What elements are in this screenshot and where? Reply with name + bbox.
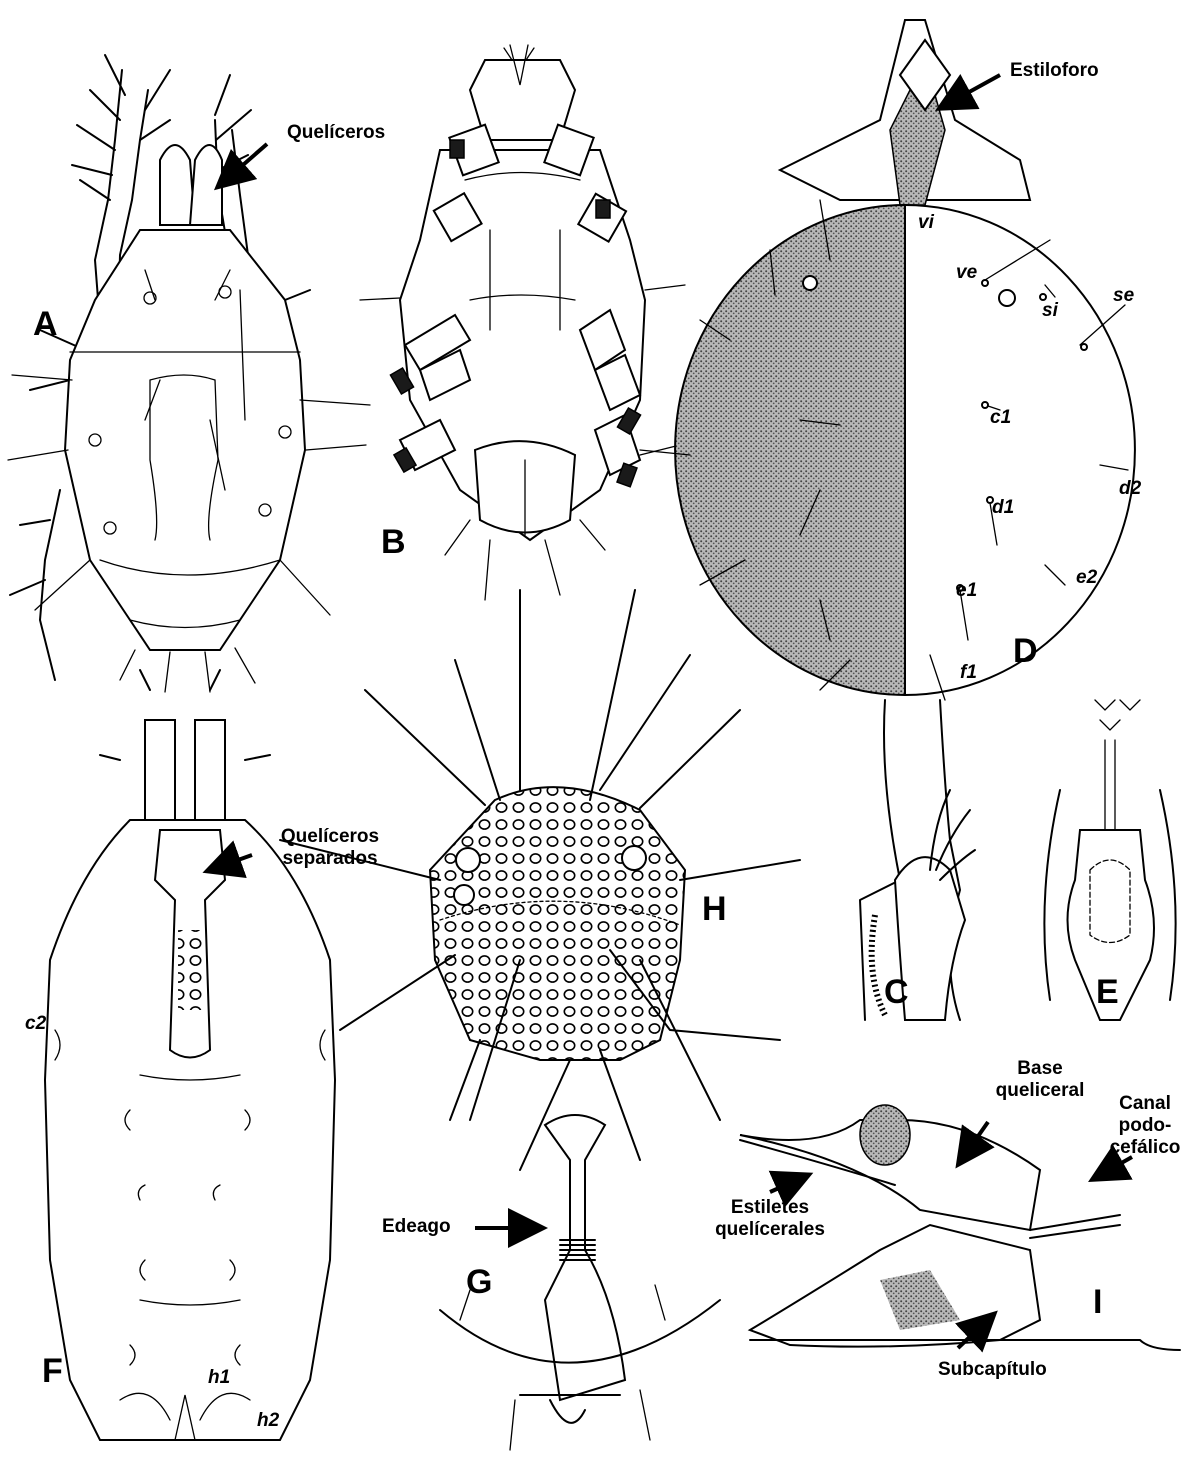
callout-subcapitulo: Subcapítulo bbox=[938, 1359, 1047, 1381]
seta-label-e2: e2 bbox=[1076, 567, 1097, 589]
gnathosoma-figure-c bbox=[860, 700, 975, 1020]
mite-ventral-figure-b bbox=[360, 45, 685, 600]
seta-label-si: si bbox=[1042, 300, 1058, 322]
mite-elongated-figure-f bbox=[45, 670, 335, 1440]
panel-label-a: A bbox=[33, 305, 58, 344]
panel-label-e: E bbox=[1096, 973, 1119, 1012]
panel-label-h: H bbox=[702, 890, 727, 929]
seta-label-d1: d1 bbox=[992, 497, 1014, 519]
seta-label-f1: f1 bbox=[960, 662, 977, 684]
panel-label-f: F bbox=[42, 1352, 63, 1391]
panel-label-g: G bbox=[466, 1263, 492, 1302]
panel-label-d: D bbox=[1013, 632, 1038, 671]
mite-dorsal-figure-a bbox=[8, 55, 370, 692]
seta-label-se: se bbox=[1113, 285, 1134, 307]
seta-label-vi: vi bbox=[918, 212, 934, 234]
callout-queliceros-separados: Quelíceros separados bbox=[280, 826, 380, 870]
seta-label-h2: h2 bbox=[257, 1410, 279, 1432]
panel-label-b: B bbox=[381, 523, 406, 562]
gnathosoma-figure-e bbox=[1044, 700, 1175, 1020]
callout-edeago: Edeago bbox=[382, 1216, 451, 1238]
seta-label-c2: c2 bbox=[25, 1013, 46, 1035]
panel-label-i: I bbox=[1093, 1283, 1102, 1322]
callout-estiletes-quelicerales: Estiletes quelícerales bbox=[690, 1197, 850, 1241]
callout-estiloforo: Estiloforo bbox=[1010, 60, 1099, 82]
callout-queliceros: Quelíceros bbox=[287, 122, 385, 144]
callout-base-queliceral: Base queliceral bbox=[990, 1058, 1090, 1102]
seta-label-d2: d2 bbox=[1119, 478, 1141, 500]
panel-label-c: C bbox=[884, 973, 909, 1012]
seta-label-c1: c1 bbox=[990, 407, 1011, 429]
mite-reticulate-figure-h bbox=[280, 590, 800, 1170]
callout-canal-podo-cefalico: Canal podo-cefálico bbox=[1105, 1093, 1185, 1159]
seta-label-e1: e1 bbox=[956, 580, 977, 602]
seta-label-ve: ve bbox=[956, 262, 977, 284]
seta-label-h1: h1 bbox=[208, 1367, 230, 1389]
mite-dorsal-figure-d bbox=[640, 20, 1135, 700]
